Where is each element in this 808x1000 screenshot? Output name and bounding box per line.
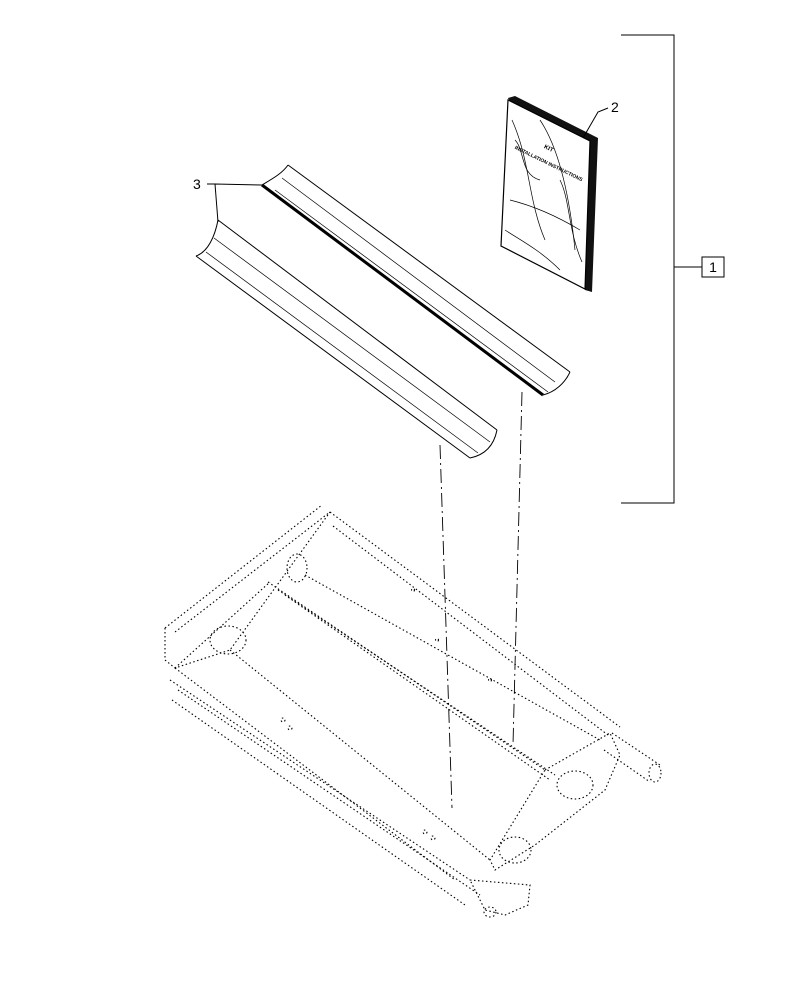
- install-line-left: [439, 444, 453, 809]
- trough-cover-lower: [195, 219, 498, 459]
- header-frame: [164, 504, 662, 918]
- manual-title-line1: KIT: [543, 144, 555, 154]
- install-line-right: [512, 391, 523, 746]
- callout-3: 3: [193, 176, 201, 192]
- callout-2: 2: [611, 99, 619, 115]
- instruction-manual: [500, 96, 598, 292]
- callout-2-leader: [582, 107, 609, 139]
- callout-3-leader: [207, 183, 263, 223]
- callout-1: 1: [709, 259, 717, 275]
- kit-bracket: [621, 34, 725, 504]
- trough-cover-upper: [261, 164, 571, 397]
